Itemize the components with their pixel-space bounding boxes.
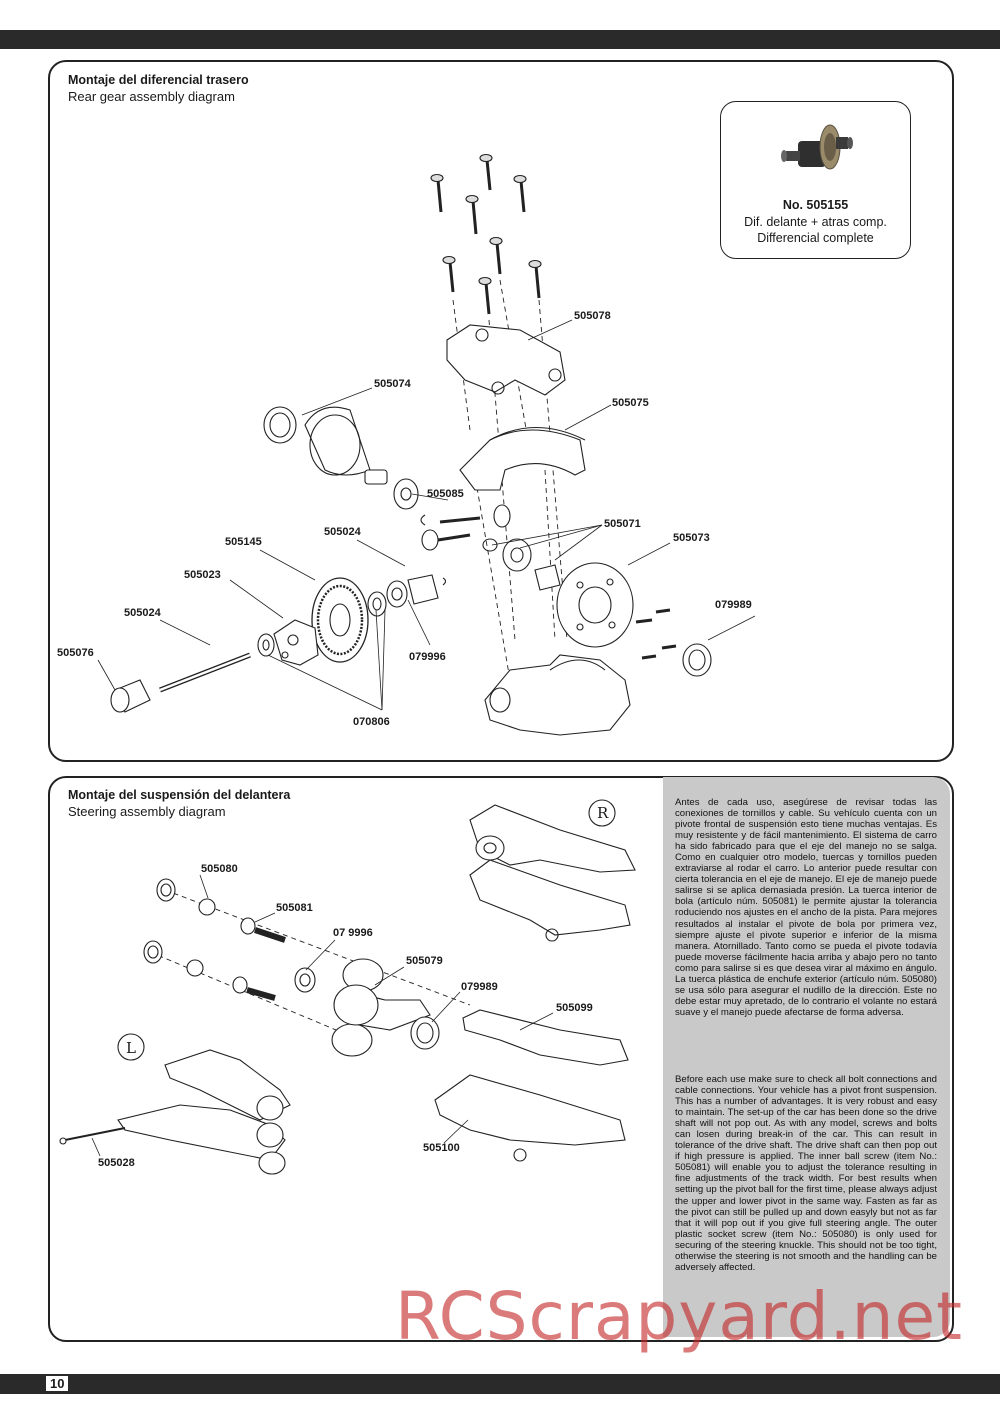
label-505071: 505071 — [604, 518, 641, 530]
label-505145: 505145 — [225, 536, 262, 548]
instructions-english: Before each use make sure to check all b… — [675, 1074, 937, 1273]
label-505075: 505075 — [612, 397, 649, 409]
differential-part-image — [781, 124, 853, 170]
part-number: No. 505155 — [782, 198, 849, 212]
label-505081: 505081 — [276, 902, 313, 914]
instructions-text-panel — [663, 777, 950, 1337]
bottom-footer-bar — [0, 1374, 1000, 1394]
label-505085: 505085 — [427, 488, 464, 500]
label-505079: 505079 — [406, 955, 443, 967]
label-079989-steer: 079989 — [461, 981, 498, 993]
label-505023: 505023 — [184, 569, 221, 581]
label-505024-lower: 505024 — [124, 607, 161, 619]
label-079989-rear: 079989 — [715, 599, 752, 611]
label-505074: 505074 — [374, 378, 411, 390]
label-070806: 070806 — [353, 716, 390, 728]
label-505099: 505099 — [556, 1002, 593, 1014]
rear-section-subtitle: Rear gear assembly diagram — [68, 89, 235, 104]
label-505100: 505100 — [423, 1142, 460, 1154]
part-desc-en: Differencial complete — [757, 231, 874, 245]
steering-section-subtitle: Steering assembly diagram — [68, 804, 226, 819]
instructions-spanish: Antes de cada uso, asegúrese de revisar … — [675, 797, 937, 1018]
part-desc-es: Dif. delante + atras comp. — [744, 215, 887, 229]
label-505073: 505073 — [673, 532, 710, 544]
label-505080: 505080 — [201, 863, 238, 875]
watermark: RCScrapyard.net — [395, 1278, 963, 1355]
rear-section-title: Montaje del diferencial trasero — [68, 73, 249, 87]
right-side-mark-label: R — [597, 804, 609, 822]
differential-info-box: No. 505155 Dif. delante + atras comp. Di… — [720, 101, 911, 259]
page-number: 10 — [46, 1376, 69, 1391]
label-079996-rear: 079996 — [409, 651, 446, 663]
left-side-mark-label: L — [126, 1039, 136, 1057]
label-505024-upper: 505024 — [324, 526, 361, 538]
steering-section-title: Montaje del suspensión del delantera — [68, 788, 291, 802]
label-505028: 505028 — [98, 1157, 135, 1169]
top-header-bar — [0, 30, 1000, 49]
label-505078: 505078 — [574, 310, 611, 322]
label-505076: 505076 — [57, 647, 94, 659]
label-079996-steer: 07 9996 — [333, 927, 373, 939]
